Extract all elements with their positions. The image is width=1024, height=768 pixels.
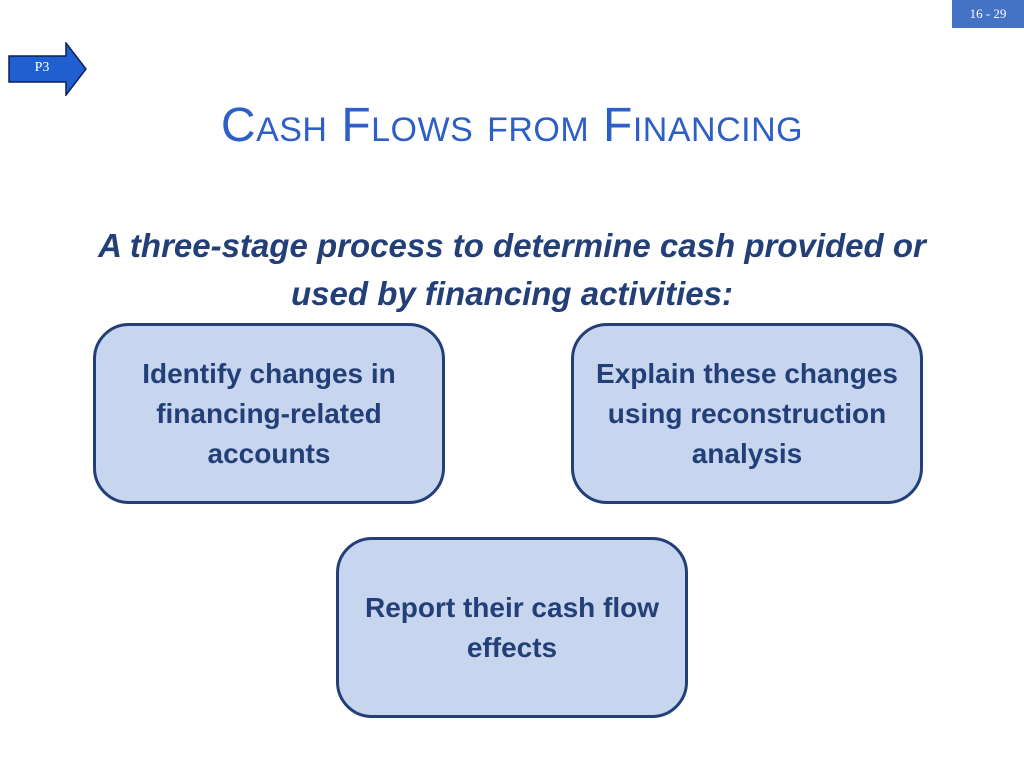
badge-label: P3	[34, 60, 50, 75]
slide-number: 16 - 29	[952, 0, 1024, 28]
page-subtitle: A three-stage process to determine cash …	[98, 227, 926, 312]
right-arrow-icon	[8, 42, 87, 96]
stage-box-identify: Identify changes in financing-related ac…	[93, 323, 445, 504]
stage-label: Identify changes in financing-related ac…	[142, 357, 396, 469]
page-title: Cash Flows from Financing	[220, 99, 804, 152]
stage-label: Report their cash flow effects	[364, 591, 660, 663]
objective-badge: P3	[8, 42, 88, 96]
stage-label: Explain these changes using reconstructi…	[596, 357, 898, 469]
stage-box-explain: Explain these changes using reconstructi…	[571, 323, 923, 504]
stage-box-report: Report their cash flow effects	[336, 537, 688, 718]
